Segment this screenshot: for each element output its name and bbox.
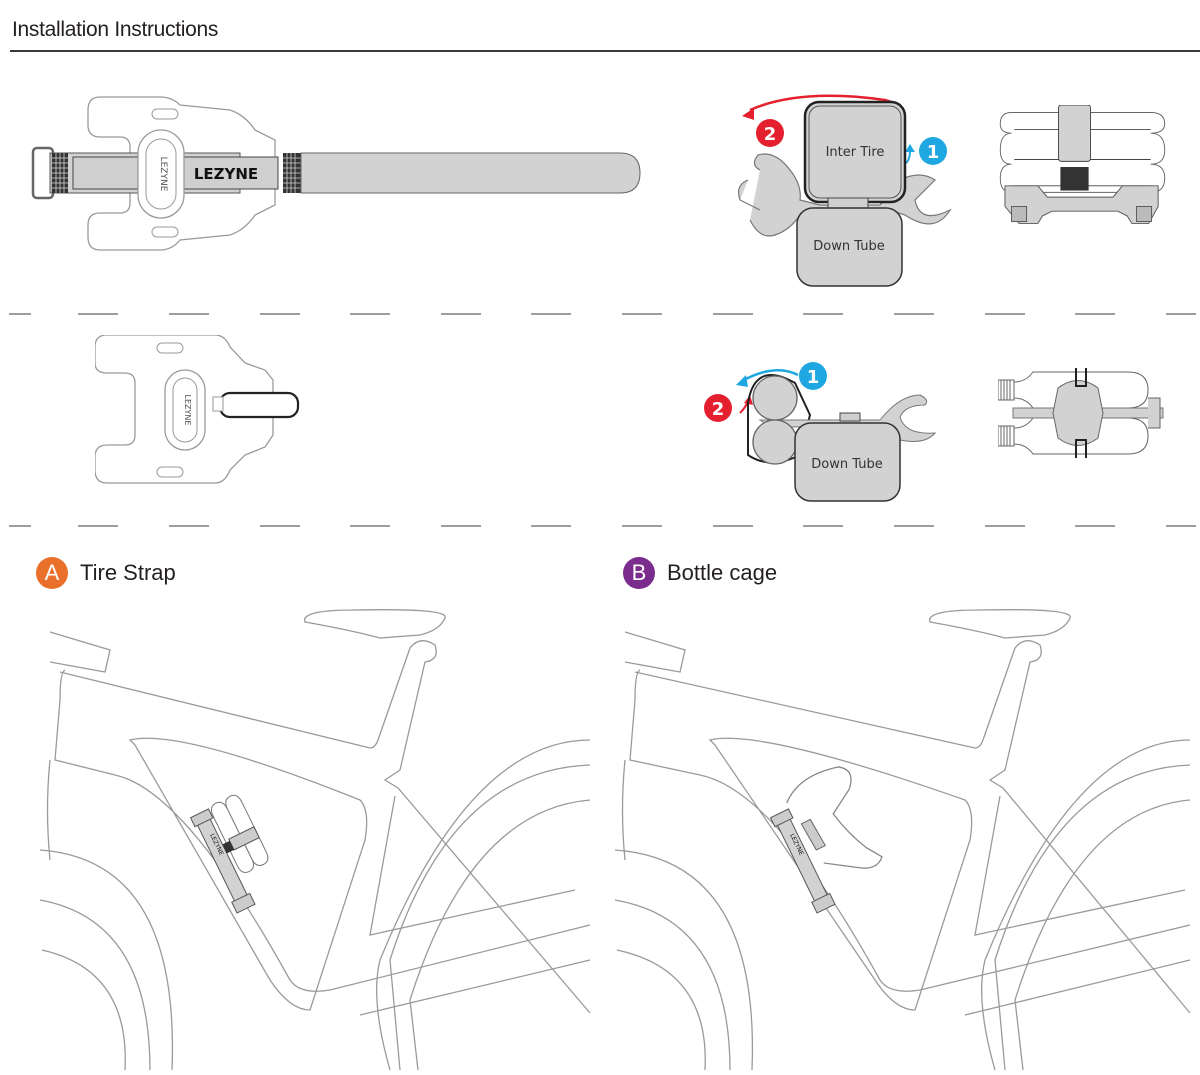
section-a-badge: A: [36, 557, 68, 589]
mount-with-cage-band-illustration: LEZYNE: [95, 335, 300, 484]
inter-tire-label: Inter Tire: [826, 145, 885, 160]
mount-logo-vertical-2: LEZYNE: [183, 395, 192, 426]
tire-strap-cross-section-diagram: 2 1 Inter Tire Down Tube: [738, 94, 952, 287]
step-2-number: 2: [764, 124, 777, 145]
step-1-badge-2: [799, 362, 827, 390]
page-title: Installation Instructions: [12, 18, 219, 41]
dashed-divider-2: [0, 525, 1200, 527]
step-2-number-2: 2: [712, 399, 725, 420]
down-tube-label: Down Tube: [813, 239, 884, 254]
step-1-number-2: 1: [807, 367, 820, 388]
mount-with-tire-strap-illustration: LEZYNE LEZYNE: [31, 96, 641, 251]
bike-frame-tire-strap-illustration: LEZYNE: [39, 609, 591, 1071]
mount-logo-vertical: LEZYNE: [158, 157, 168, 192]
step-1-number: 1: [927, 142, 940, 163]
section-a-label: Tire Strap: [80, 560, 176, 585]
bike-frame-bottle-cage-illustration: LEZYNE: [614, 609, 1191, 1071]
section-b-badge: B: [623, 557, 655, 589]
step-1-badge: [919, 137, 947, 165]
cage-with-cartridges-illustration: [998, 368, 1164, 458]
section-b-heading: B Bottle cage: [623, 557, 777, 589]
section-b-label: Bottle cage: [667, 560, 778, 585]
dashed-divider-1: [0, 313, 1200, 315]
folded-tire-on-mount-illustration: [999, 105, 1166, 224]
step-2-badge-2: [704, 394, 732, 422]
title-divider: [10, 50, 1200, 52]
section-a-heading: A Tire Strap: [36, 557, 176, 589]
strap-logo: LEZYNE: [194, 165, 258, 183]
down-tube-label-2: Down Tube: [811, 457, 882, 472]
step-2-badge: [756, 119, 784, 147]
bottle-cage-cross-section-diagram: 1 2 Down Tube: [704, 362, 937, 502]
